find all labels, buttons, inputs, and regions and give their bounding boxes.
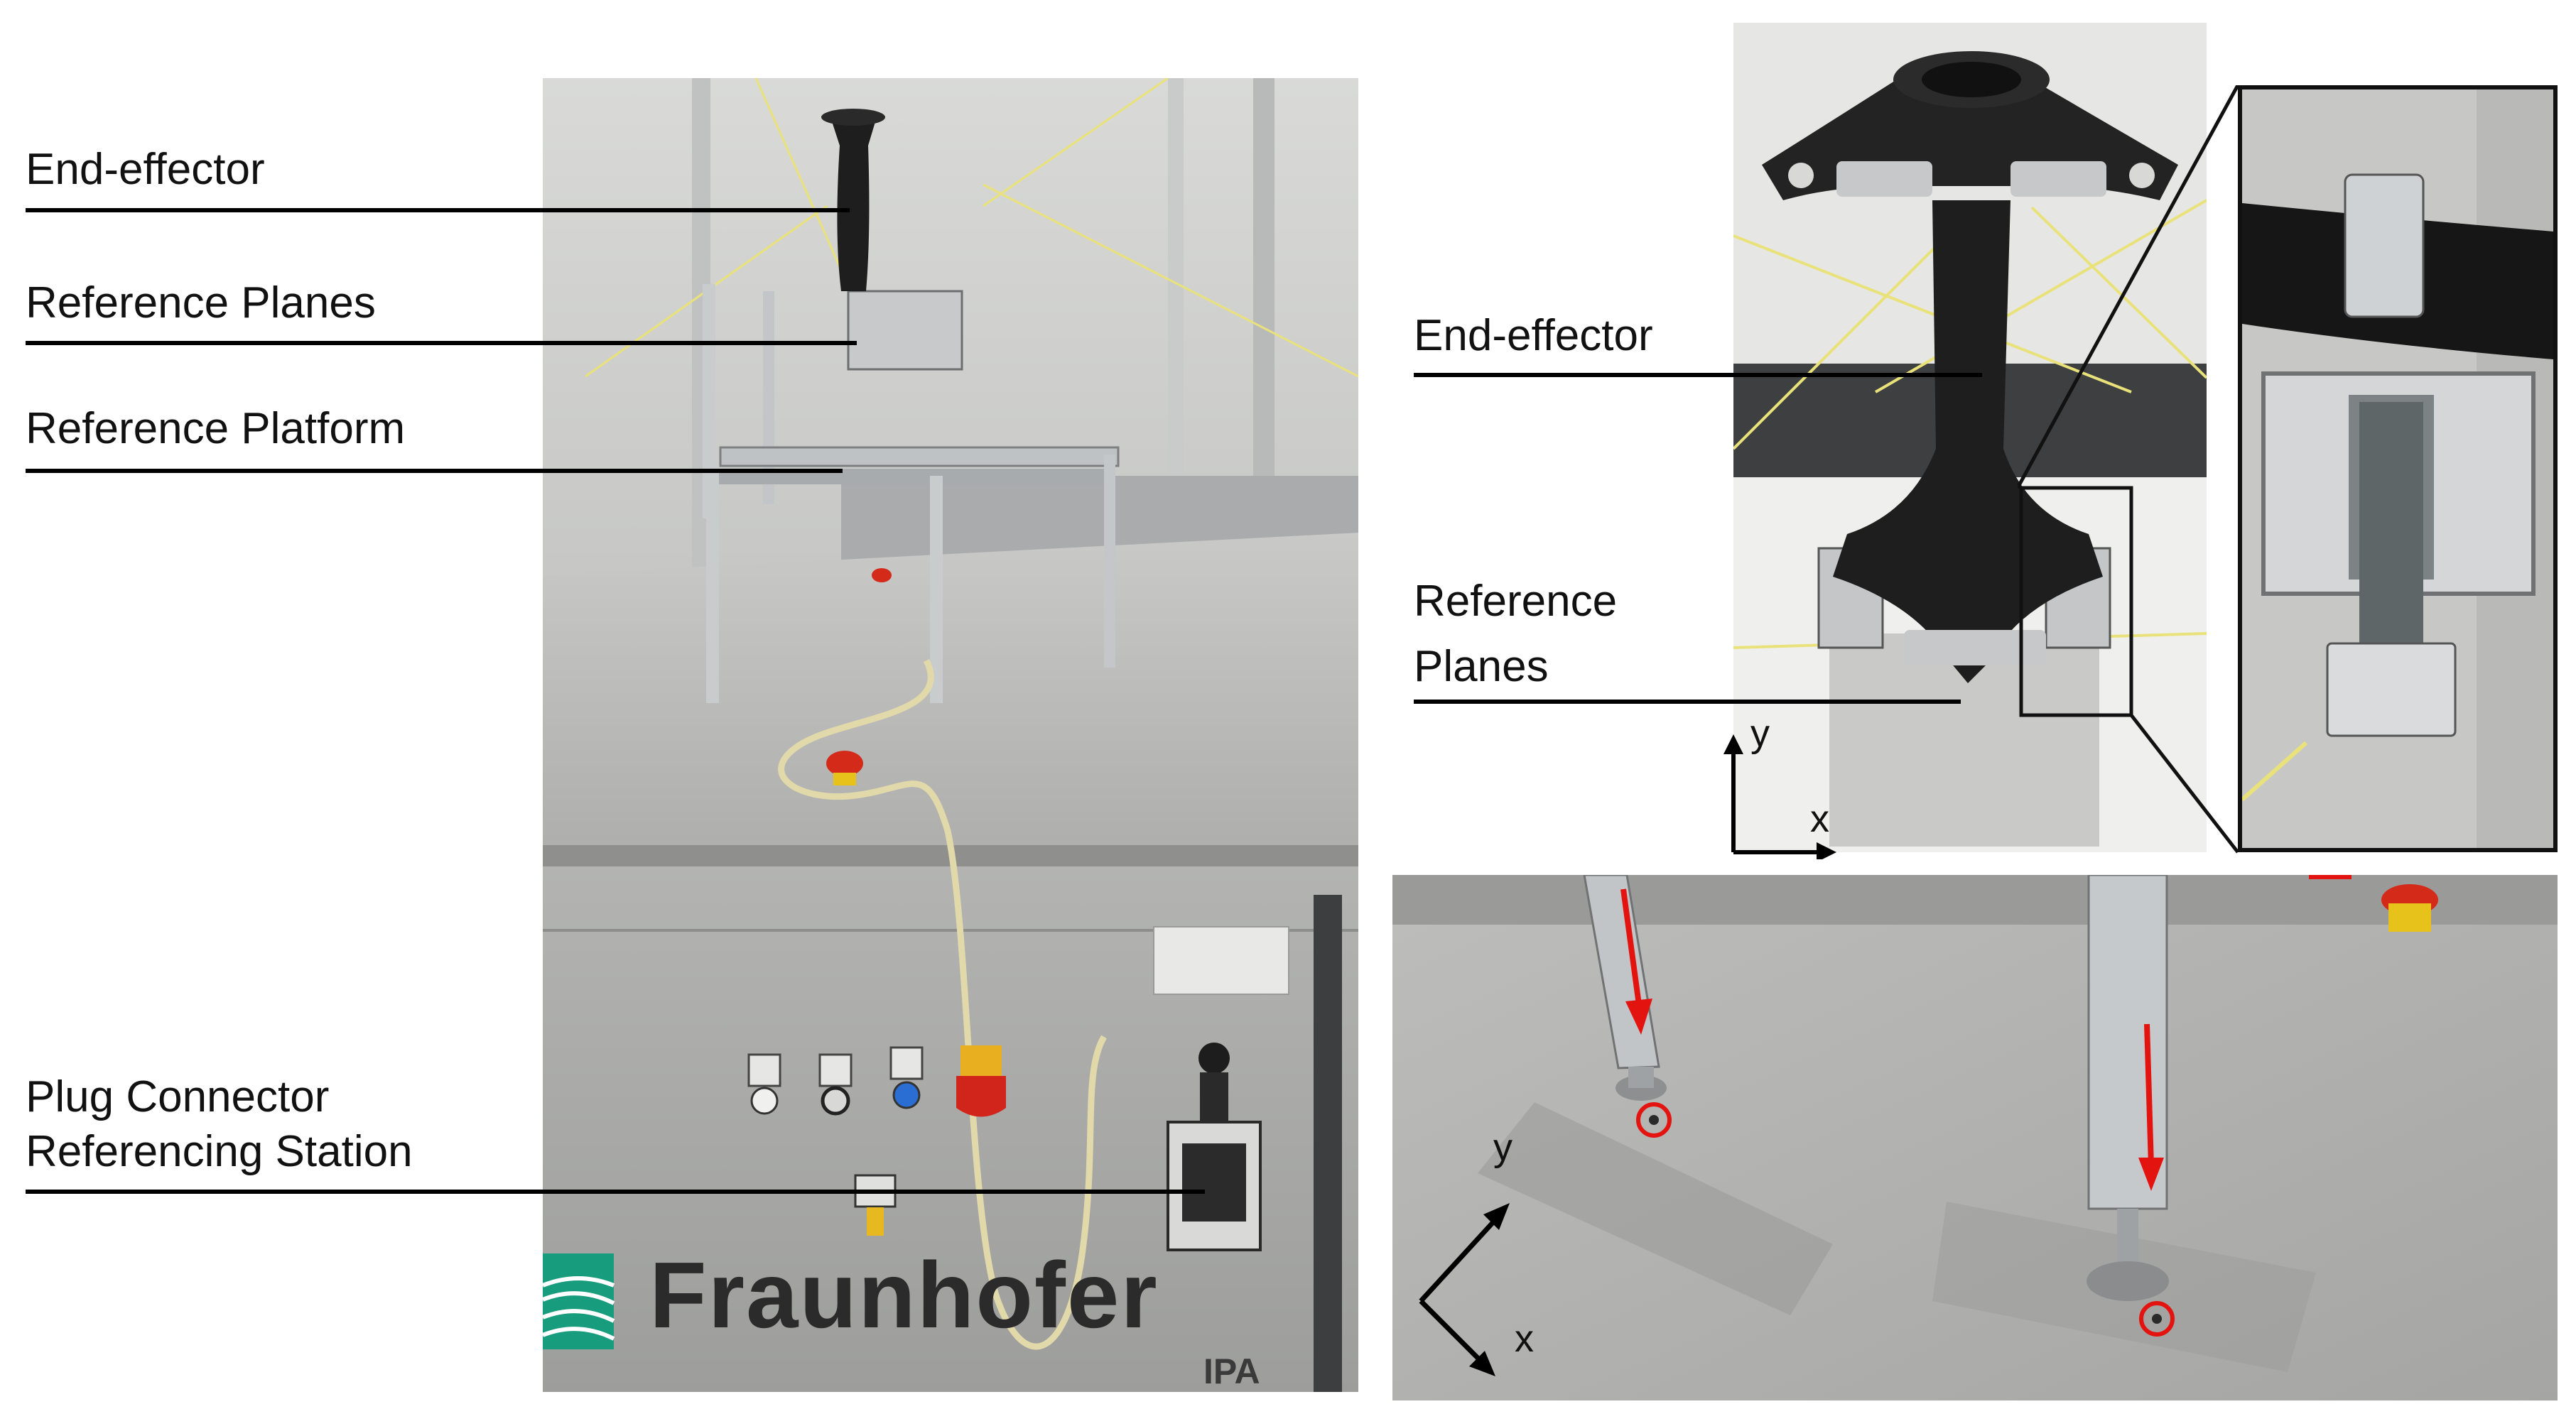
axis-y-label-top: y bbox=[1750, 712, 1770, 755]
axis-x-label-bottom: x bbox=[1515, 1317, 1534, 1360]
label-reference-planes-left: Reference Planes bbox=[26, 278, 376, 327]
brand-logo bbox=[543, 1253, 615, 1349]
bottom-right-photo-table-feet bbox=[1392, 875, 2558, 1400]
leader-line-end-effector-right bbox=[1414, 373, 1982, 377]
axis-y-label-bottom: y bbox=[1493, 1126, 1512, 1169]
brand-text: Fraunhofer bbox=[649, 1243, 1159, 1347]
left-photo-illustration bbox=[543, 78, 1358, 1392]
zoom-inset-illustration bbox=[2242, 89, 2553, 848]
label-end-effector-left: End-effector bbox=[26, 145, 265, 194]
left-photo-setup: Fraunhofer IPA bbox=[543, 78, 1358, 1392]
zoom-connector-lines bbox=[2018, 85, 2240, 854]
leader-line-end-effector bbox=[26, 208, 850, 212]
label-plug-connector-line1: Plug Connector bbox=[26, 1072, 330, 1121]
label-plug-connector-line2: Referencing Station bbox=[26, 1127, 413, 1176]
label-reference-planes-right-line2: Planes bbox=[1414, 642, 1549, 691]
label-reference-planes-right-line1: Reference bbox=[1414, 577, 1618, 626]
label-end-effector-right: End-effector bbox=[1414, 311, 1653, 360]
leader-line-reference-platform bbox=[26, 469, 843, 473]
axis-x-label-top: x bbox=[1810, 798, 1829, 840]
zoom-inset-reference-plane bbox=[2238, 85, 2558, 852]
leader-line-reference-planes-right bbox=[1414, 700, 1961, 704]
label-reference-platform: Reference Platform bbox=[26, 404, 406, 453]
leader-line-reference-planes bbox=[26, 341, 857, 345]
institute-text: IPA bbox=[1203, 1351, 1260, 1391]
leader-line-plug-connector bbox=[26, 1190, 1205, 1194]
axis-arrows-top bbox=[1723, 734, 1836, 859]
top-right-photo-end-effector bbox=[1733, 23, 2207, 852]
table-feet-illustration bbox=[1392, 875, 2558, 1400]
end-effector-illustration bbox=[1733, 23, 2207, 852]
